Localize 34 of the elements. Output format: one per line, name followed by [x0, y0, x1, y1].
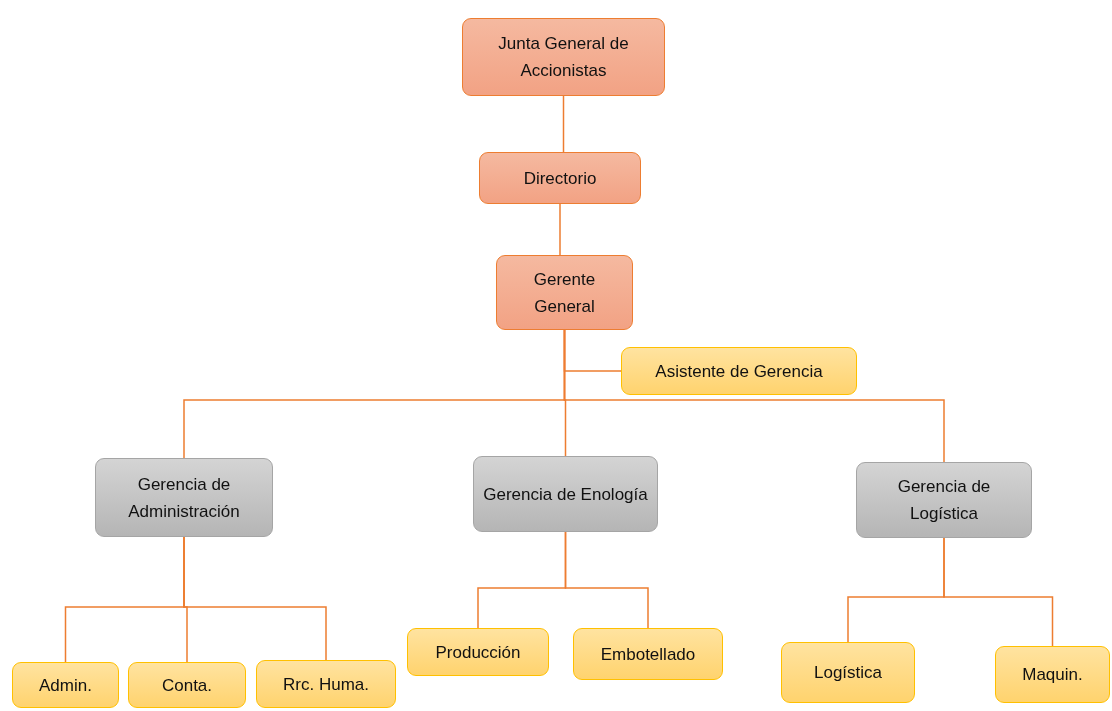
connector-line	[564, 531, 649, 629]
org-box	[128, 662, 246, 708]
connector-line	[562, 95, 565, 153]
org-box	[479, 152, 641, 204]
box-label: Gerencia de Logística	[896, 476, 992, 525]
box-label: Asistente de Gerencia	[655, 360, 823, 383]
box-label: Directorio	[523, 167, 597, 190]
connector-line	[183, 536, 327, 661]
box-label: Gerencia de Administración	[127, 473, 241, 523]
box-label: Gerente General	[532, 268, 597, 318]
org-box	[781, 642, 915, 703]
org-box	[95, 458, 273, 537]
org-box	[462, 18, 665, 96]
org-box	[256, 660, 396, 708]
org-box	[856, 462, 1032, 538]
org-box	[573, 628, 723, 680]
box-label: Producción	[435, 641, 521, 664]
connector-line	[943, 537, 1054, 647]
connector-line	[563, 329, 945, 463]
org-box	[407, 628, 549, 676]
box-label: Gerencia de Enología	[483, 483, 648, 506]
box-label: Maquin.	[1022, 664, 1083, 686]
org-box	[12, 662, 119, 708]
box-label: Admin.	[39, 674, 92, 697]
org-box	[621, 347, 857, 395]
connector-line	[559, 203, 561, 256]
org-box	[496, 255, 633, 330]
box-label: Logística	[813, 662, 882, 684]
box-label: Rrc. Huma.	[283, 673, 369, 696]
org-box	[473, 456, 658, 532]
org-box	[995, 646, 1110, 703]
box-label: Junta General de Accionistas	[497, 33, 630, 82]
box-label: Embotellado	[600, 643, 696, 666]
box-label: Conta.	[161, 674, 213, 697]
